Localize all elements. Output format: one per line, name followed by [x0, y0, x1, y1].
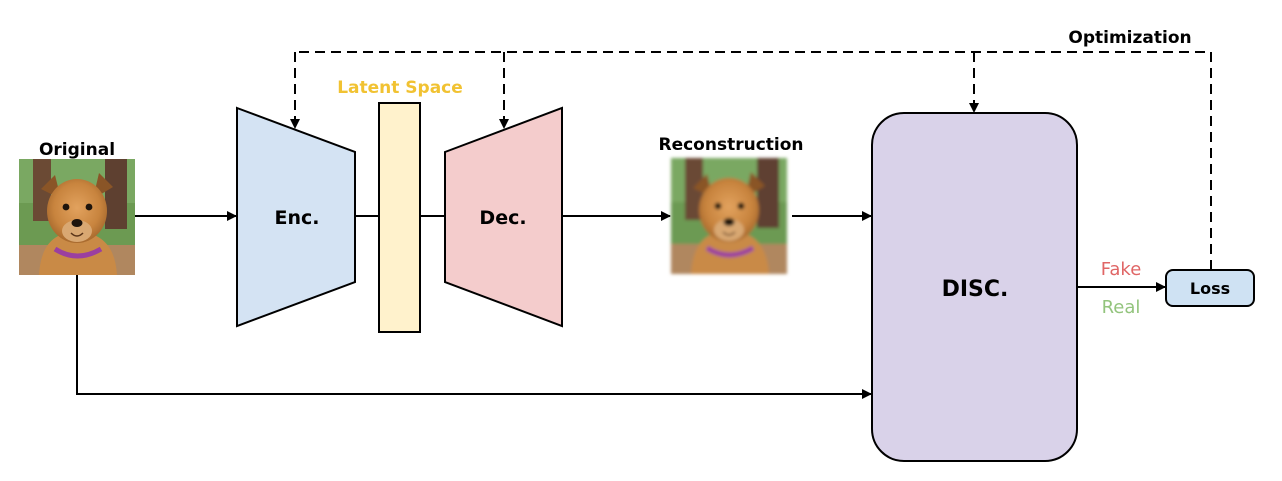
- optimization-feedback-line: [295, 51, 1212, 270]
- encoder-label: Enc.: [275, 207, 320, 229]
- optimization-label: Optimization: [1068, 28, 1191, 48]
- original-label: Original: [39, 140, 115, 160]
- fake-label: Fake: [1101, 259, 1142, 280]
- latent-space-label: Latent Space: [337, 78, 463, 98]
- original-image: [19, 159, 135, 275]
- latent-space-block: [378, 102, 421, 333]
- encoder-block: [236, 106, 356, 328]
- discriminator-label: DISC.: [942, 277, 1009, 302]
- original-to-discriminator-arrow: [76, 275, 872, 399]
- loss-label: Loss: [1190, 279, 1230, 298]
- reconstruction-label: Reconstruction: [658, 135, 803, 155]
- decoder-block: [444, 106, 563, 328]
- real-label: Real: [1102, 297, 1141, 318]
- reconstruction-image: [671, 158, 787, 274]
- decoder-label: Dec.: [479, 207, 526, 229]
